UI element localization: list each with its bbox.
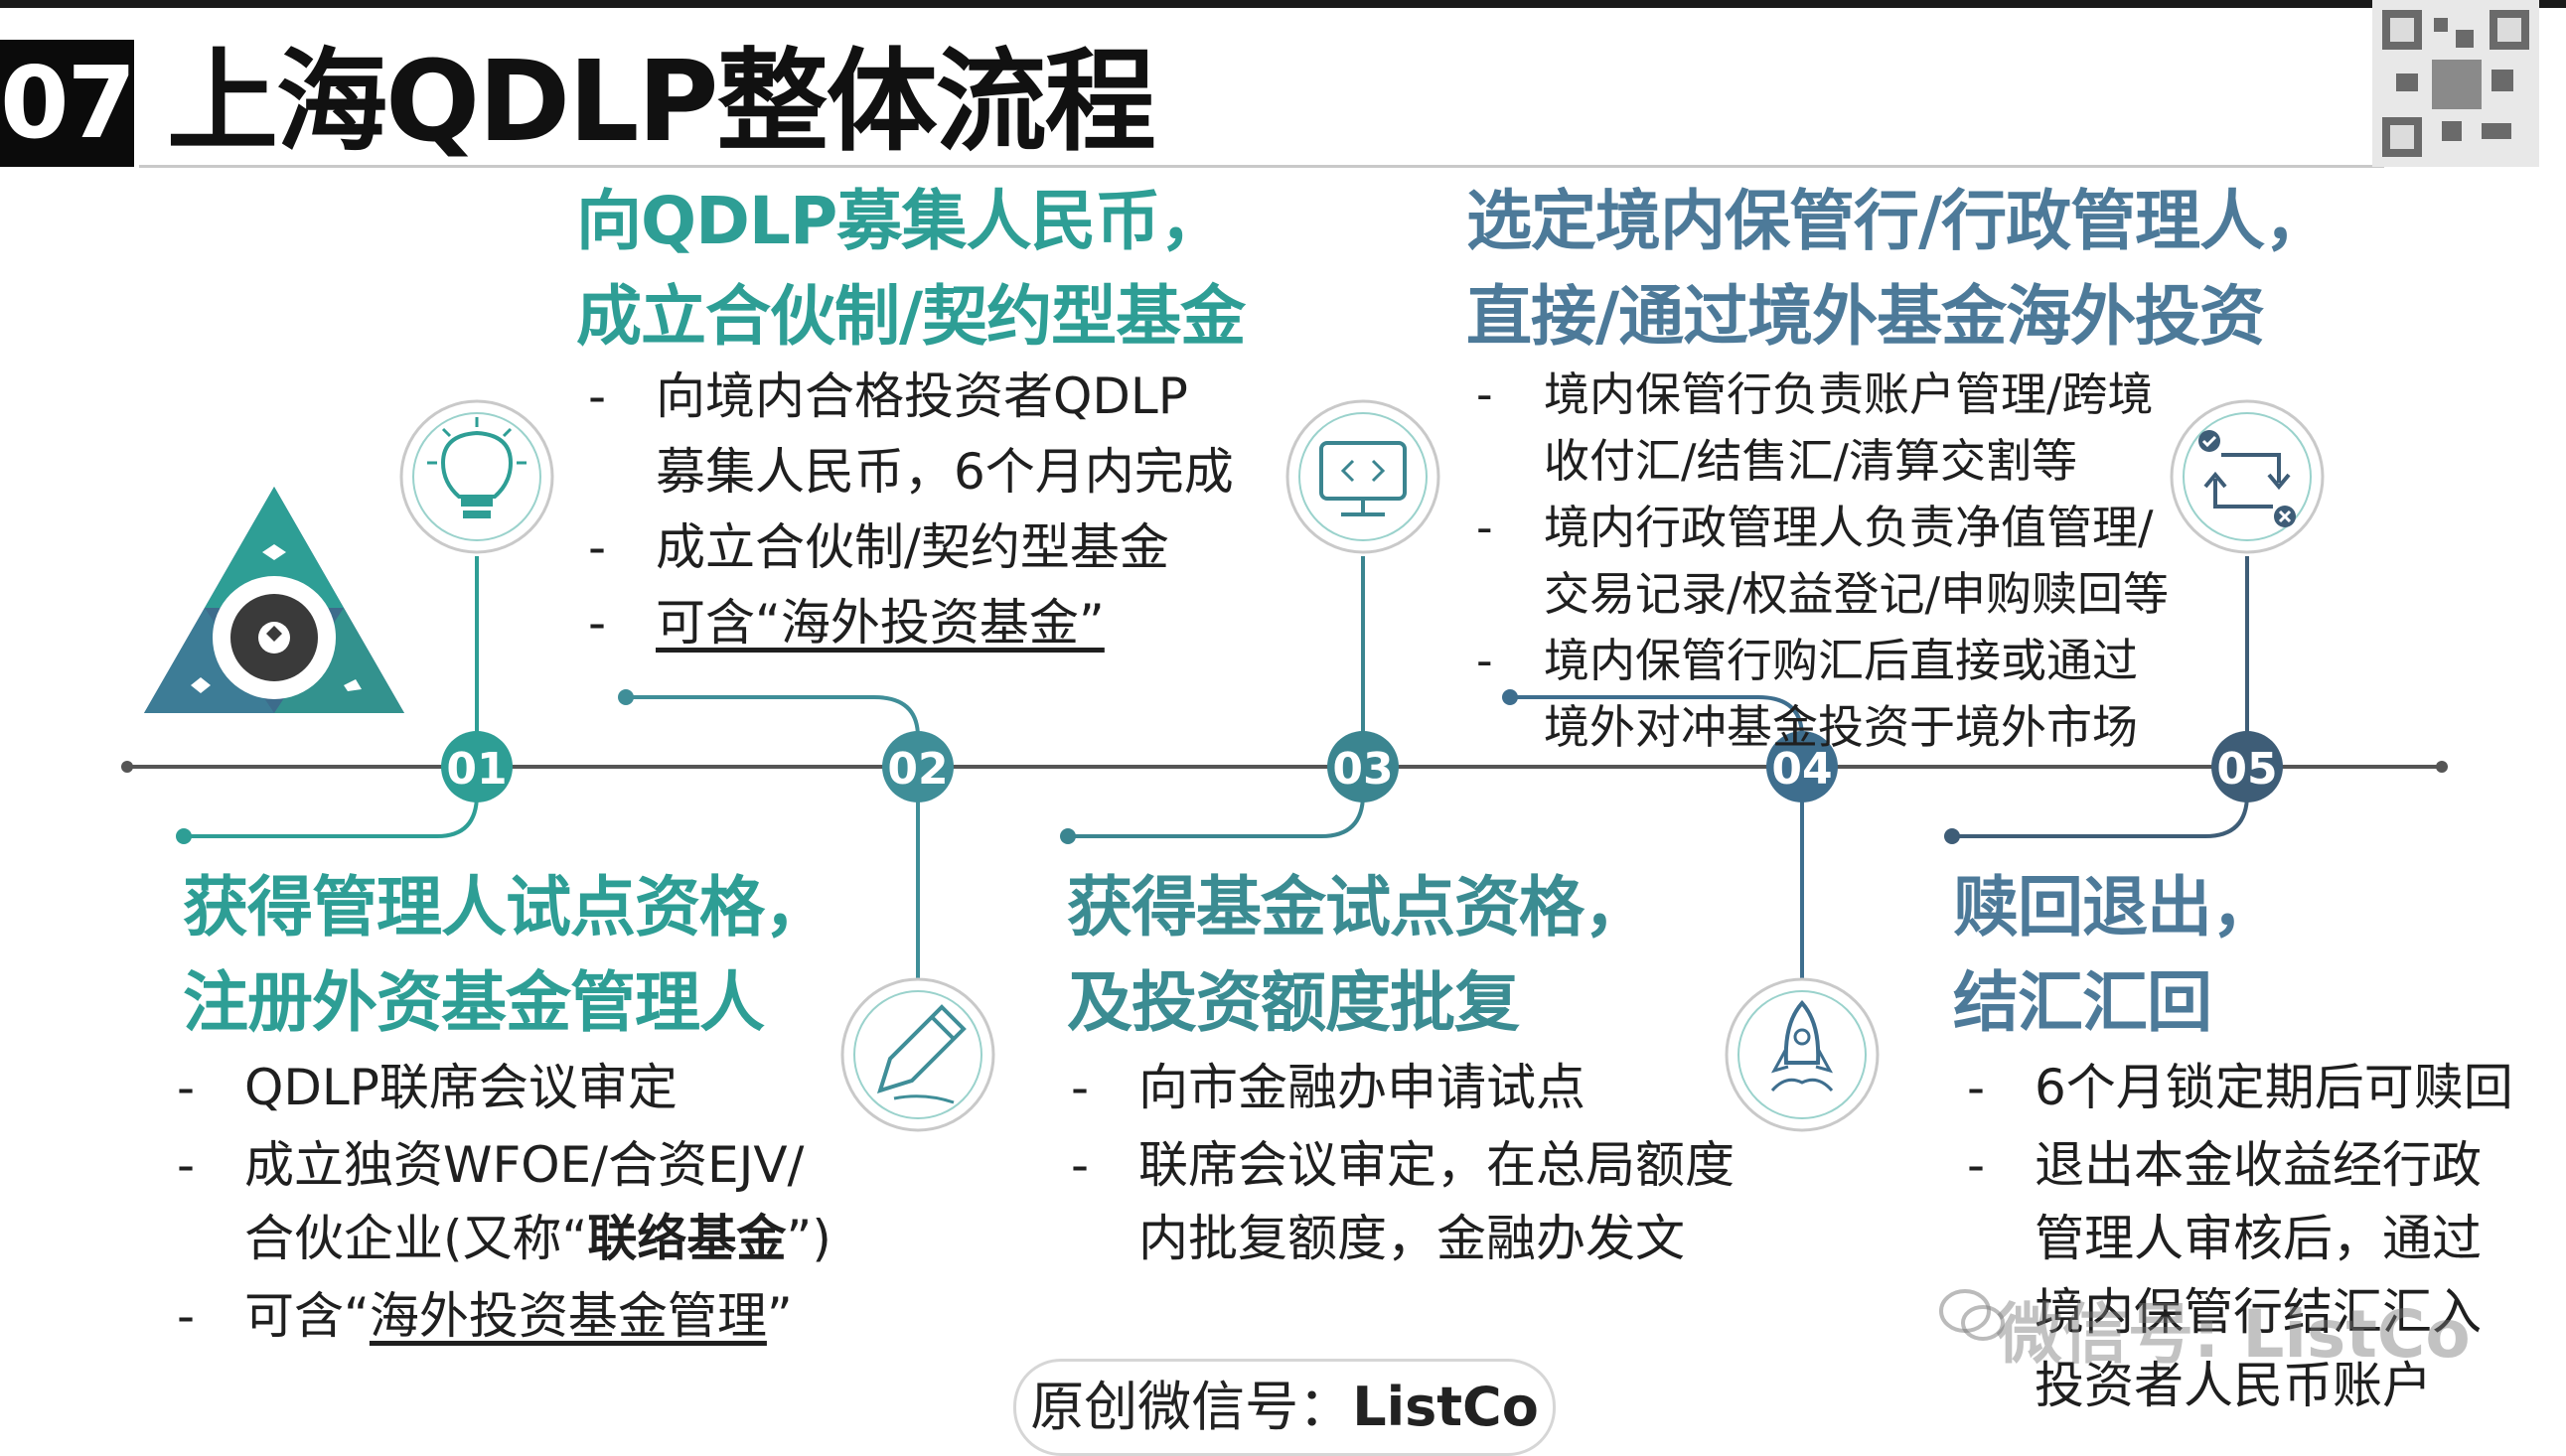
cycle-arrows-icon [2170,399,2325,554]
stage-05-bullets: 6个月锁定期后可赎回 退出本金收益经行政 管理人审核后，通过 境内保管行结汇汇入… [1967,1053,2513,1420]
stage-02-bullets: 向境内合格投资者QDLP 募集人民币，6个月内完成 成立合伙制/契约型基金 可含… [588,362,1234,657]
rocket-icon [1725,977,1880,1132]
node-02: 02 [882,731,954,802]
stage-02-title: 向QDLP募集人民币， 成立合伙制/契约型基金 [576,174,1246,364]
stage-01-title-line-2: 注册外资基金管理人 [183,964,765,1041]
list-item: 境内保管行负责账户管理/跨境 [1476,362,2169,428]
wechat-watermark-icon [1939,1289,2005,1341]
list-item: 成立独资WFOE/合资EJV/ [177,1130,831,1200]
node-01: 01 [441,731,513,802]
stage-04-bullets: 境内保管行负责账户管理/跨境 收付汇/结售汇/清算交割等 境内行政管理人负责净值… [1476,362,2169,761]
stage-04-title-line-1: 选定境内保管行/行政管理人， [1466,183,2330,259]
stage-05-title-line-1: 赎回退出， [1953,869,2277,946]
stage-01-title: 获得管理人试点资格， 注册外资基金管理人 [183,860,830,1051]
list-item: 交易记录/权益登记/申购赎回等 [1544,567,2169,621]
list-item: 境内行政管理人负责净值管理/ [1476,495,2169,561]
list-item: QDLP联席会议审定 [177,1053,831,1122]
lightbulb-icon [399,399,554,554]
list-item: 6个月锁定期后可赎回 [1967,1053,2513,1122]
list-item: 内批复额度，金融办发文 [1138,1210,1685,1267]
page-title: 上海QDLP整体流程 [167,38,1156,167]
list-item: 境外对冲基金投资于境外市场 [1544,700,2138,754]
stage-03-title-line-1: 获得基金试点资格， [1067,869,1649,946]
list-item: 可含“海外投资基金” [588,588,1234,657]
node-number: 02 [887,744,948,795]
node-number: 01 [446,744,507,795]
list-item: 境内保管行结汇汇入 [2035,1283,2482,1341]
list-item: 退出本金收益经行政 [1967,1130,2513,1200]
stage-05-title: 赎回退出， 结汇汇回 [1953,860,2277,1051]
qr-code-icon [2372,0,2539,167]
node-03: 03 [1327,731,1399,802]
stage-03-title-line-2: 及投资额度批复 [1067,964,1520,1041]
badge-label: 原创微信号： [1030,1376,1353,1438]
stage-03-title: 获得基金试点资格， 及投资额度批复 [1067,860,1649,1051]
node-number: 03 [1332,744,1393,795]
section-number: 07 [0,40,136,167]
list-item: 收付汇/结售汇/清算交割等 [1544,434,2077,488]
list-item: 向市金融办申请试点 [1071,1053,1735,1122]
stage-01-bullets: QDLP联席会议审定 成立独资WFOE/合资EJV/ 合伙企业(又称“联络基金”… [177,1053,831,1351]
watermark-text: 微信号: ListCo [1997,1296,2471,1373]
list-item: 合伙企业(又称“联络基金”) [244,1210,831,1267]
stage-01-title-line-1: 获得管理人试点资格， [183,869,830,946]
title-underline [139,165,2384,168]
stage-03-bullets: 向市金融办申请试点 联席会议审定，在总局额度 内批复额度，金融办发文 [1071,1053,1735,1273]
stage-05-title-line-2: 结汇汇回 [1953,964,2212,1041]
list-item: 境内保管行购汇后直接或通过 [1476,628,2169,694]
list-item: 可含“海外投资基金管理” [177,1281,831,1351]
list-item: 投资者人民币账户 [2035,1357,2432,1414]
wechat-id-badge: 原创微信号：ListCo [1013,1359,1556,1456]
list-item: 向境内合格投资者QDLP [588,362,1234,431]
list-item: 成立合伙制/契约型基金 [588,512,1234,582]
top-bar [0,0,2566,8]
node-number: 05 [2216,744,2277,795]
list-item: 募集人民币，6个月内完成 [656,443,1234,501]
node-05: 05 [2211,731,2283,802]
stage-02-title-line-2: 成立合伙制/契约型基金 [576,278,1246,355]
monitor-code-icon [1285,399,1440,554]
triangle-logo-icon [144,487,404,713]
list-item: 联席会议审定，在总局额度 [1071,1130,1735,1200]
list-item: 管理人审核后，通过 [2035,1210,2482,1267]
badge-value: ListCo [1352,1376,1539,1438]
stage-04-title: 选定境内保管行/行政管理人， 直接/通过境外基金海外投资 [1466,174,2330,364]
stage-04-title-line-2: 直接/通过境外基金海外投资 [1466,278,2265,355]
pencil-icon [840,977,995,1132]
stage-02-title-line-1: 向QDLP募集人民币， [576,183,1225,259]
